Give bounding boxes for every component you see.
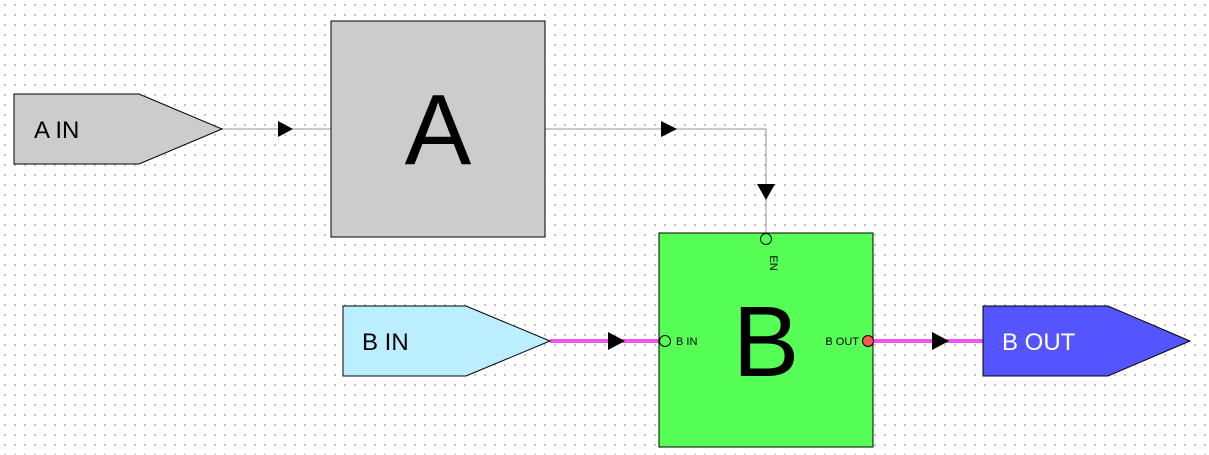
- port-en[interactable]: [760, 233, 772, 245]
- b-out-terminal[interactable]: B OUT: [982, 305, 1192, 377]
- arrow-right-icon: [932, 332, 949, 350]
- port-b-in-label: B IN: [676, 336, 697, 348]
- b-out-label: B OUT: [1002, 329, 1076, 356]
- arrow-right-icon: [608, 332, 625, 350]
- b-in-terminal[interactable]: B IN: [342, 305, 552, 377]
- arrow-down-icon: [757, 184, 775, 200]
- port-en-label: EN: [767, 255, 779, 270]
- wire-block-a-to-en[interactable]: [545, 128, 767, 233]
- a-in-label: A IN: [34, 117, 79, 144]
- port-b-in[interactable]: [659, 335, 671, 347]
- arrow-right-icon: [661, 121, 677, 137]
- block-a[interactable]: A: [330, 20, 546, 238]
- arrow-right-icon: [278, 121, 293, 137]
- block-b[interactable]: B EN B IN B OUT: [658, 232, 874, 448]
- port-b-out-label: B OUT: [825, 336, 859, 348]
- b-in-label: B IN: [362, 329, 409, 356]
- a-in-terminal[interactable]: A IN: [13, 93, 224, 165]
- block-b-label: B: [733, 286, 800, 398]
- block-a-label: A: [405, 74, 472, 186]
- port-b-out[interactable]: [862, 335, 874, 347]
